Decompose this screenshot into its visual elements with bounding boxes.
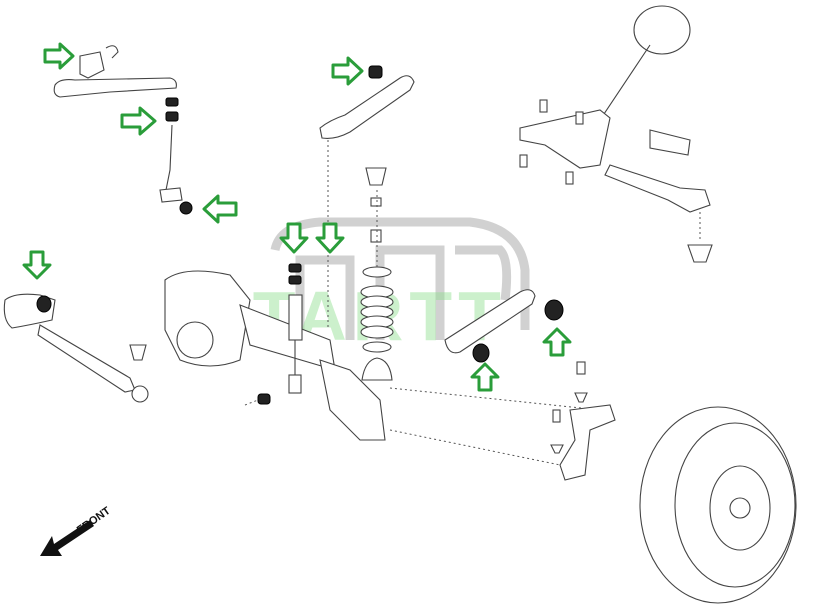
arrow-right-icon: [331, 56, 364, 86]
arrow-right-icon: [43, 42, 75, 70]
arrow-right-icon: [120, 106, 157, 136]
front-axle-differential: [164, 270, 601, 466]
steering-knuckle: [550, 361, 616, 481]
arrow-down-icon: [22, 250, 52, 280]
stabilizer-bar: [53, 45, 193, 215]
wheel-tire: [639, 406, 797, 604]
front-arrow-icon: [40, 520, 94, 556]
steering-assembly: [519, 5, 713, 263]
highlight-arrows: [22, 42, 572, 392]
arrow-down-icon: [279, 222, 309, 254]
arrow-up-icon: [542, 327, 572, 357]
front-direction-indicator: FRONT: [40, 505, 113, 556]
coil-spring-stack: [360, 167, 394, 381]
lower-control-arm: [444, 289, 564, 363]
arrow-down-icon: [315, 222, 345, 254]
arrow-up-icon: [470, 362, 500, 392]
arrow-left-icon: [202, 194, 238, 224]
tie-rod-left: [3, 293, 149, 403]
shock-absorber: [244, 263, 303, 406]
front-label: FRONT: [75, 505, 113, 537]
